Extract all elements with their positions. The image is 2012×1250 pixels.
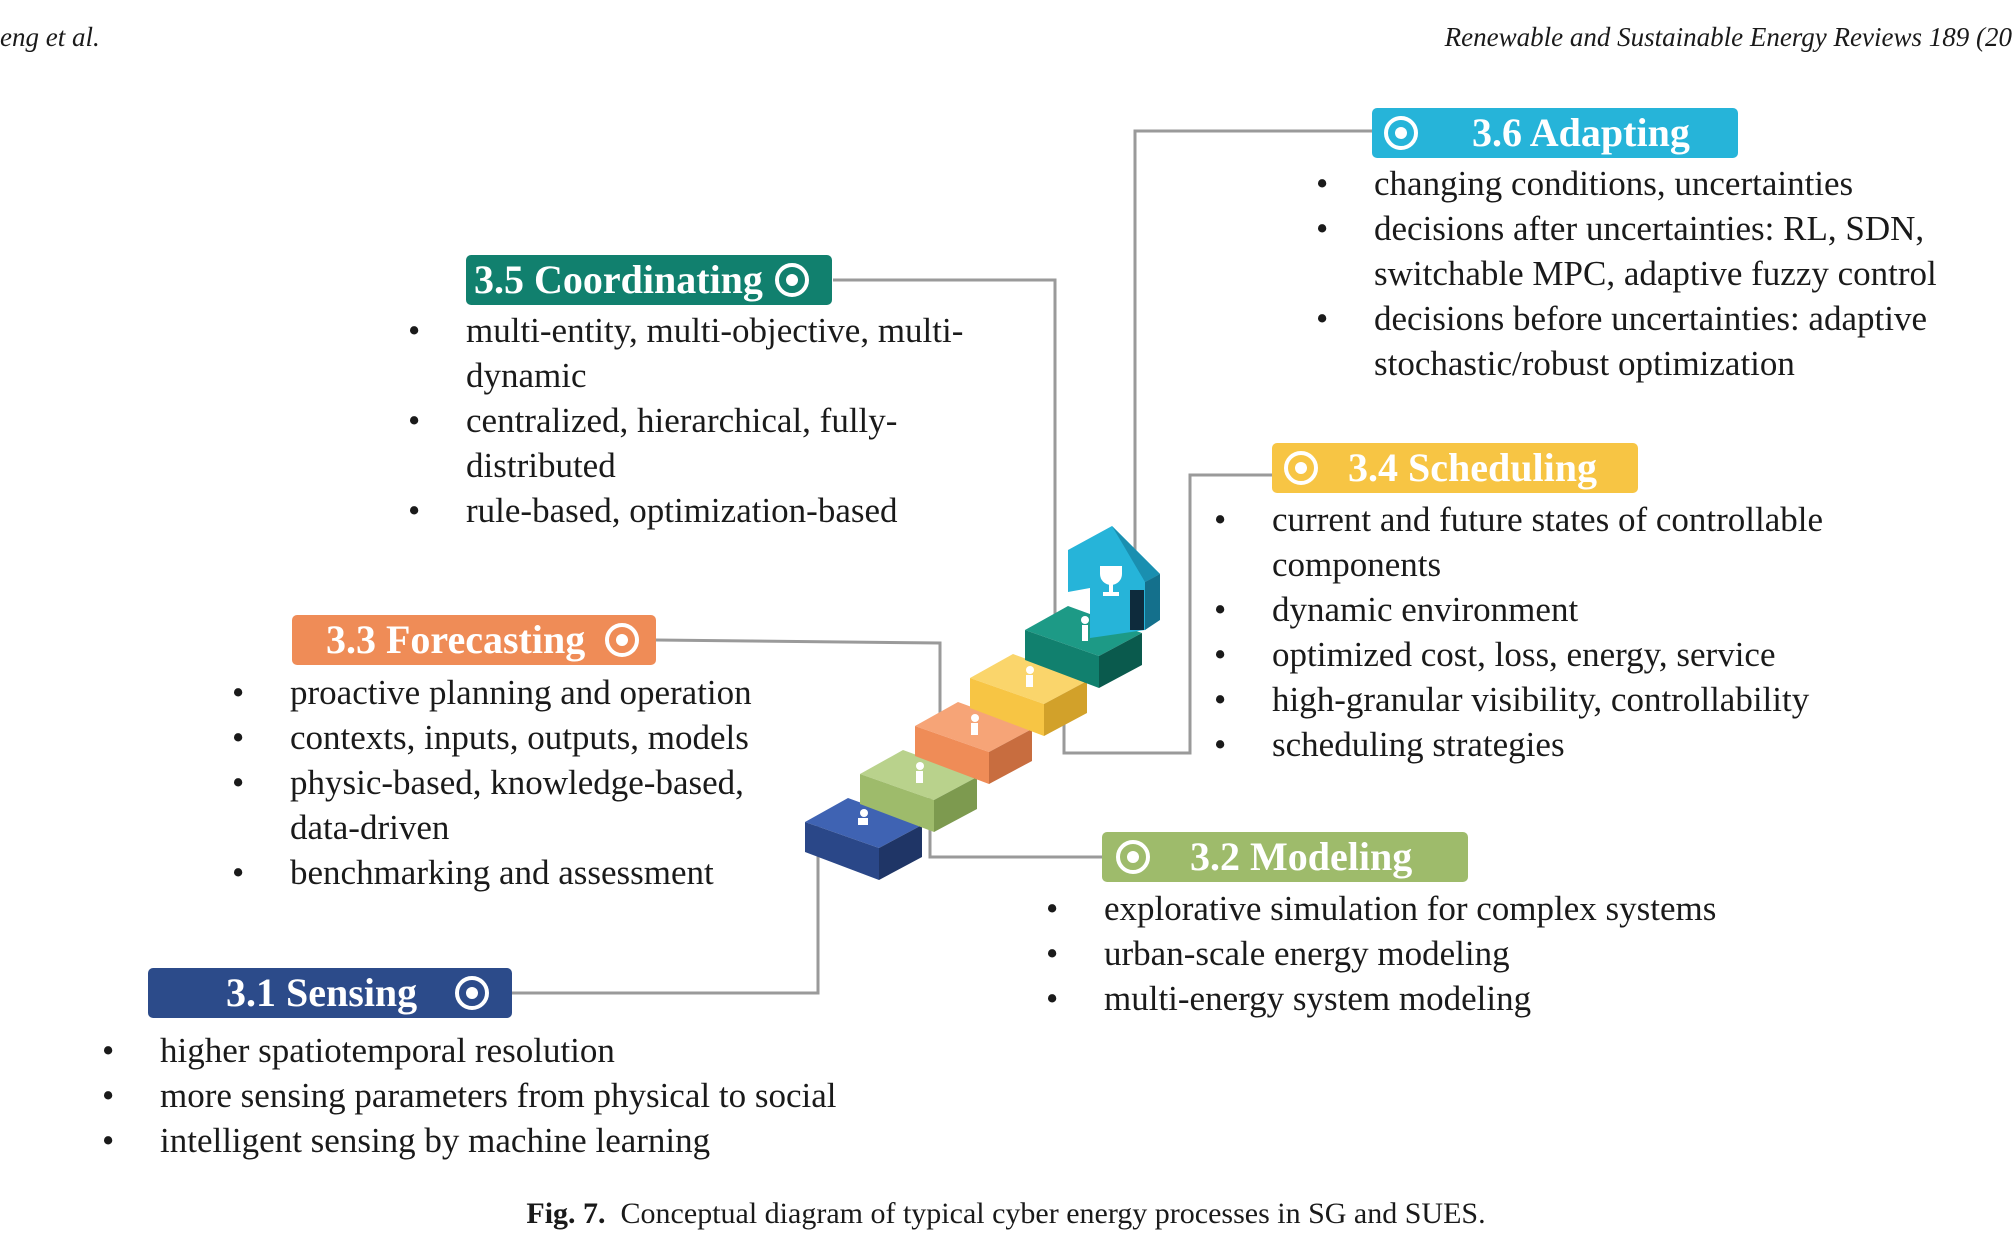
bullet-item: higher spatiotemporal resolution (102, 1028, 1002, 1073)
bullet-item: more sensing parameters from physical to… (102, 1073, 1002, 1118)
stage-adapting-title: 3.6 Adapting (1472, 110, 1690, 155)
target-icon (1116, 840, 1150, 874)
stage-modeling-bullets: explorative simulation for complex syste… (1046, 886, 1866, 1021)
target-icon (774, 263, 809, 297)
connector-adapting (1133, 129, 1372, 575)
stage-modeling-title: 3.2 Modeling (1190, 834, 1413, 879)
figure-label: Fig. 7. (526, 1197, 606, 1230)
target-icon (455, 976, 490, 1010)
stage-coordinating-label: 3.5 Coordinating (466, 255, 832, 305)
figure-caption-text: Conceptual diagram of typical cyber ener… (620, 1197, 1486, 1230)
bullet-item: changing conditions, uncertainties (1316, 161, 2012, 206)
bullet-item: benchmarking and assessment (232, 850, 822, 895)
stage-scheduling-bullets: current and future states of controllabl… (1214, 497, 1874, 767)
stage-sensing-title: 3.1 Sensing (226, 970, 418, 1015)
runner-icon (858, 616, 1089, 825)
stage-adapting-label: 3.6 Adapting (1372, 108, 1738, 158)
stage-forecasting-title: 3.3 Forecasting (326, 617, 586, 662)
bullet-item: high-granular visibility, controllabilit… (1214, 677, 1874, 722)
target-icon (1284, 451, 1318, 485)
bullet-item: centralized, hierarchical, fully-distrib… (408, 398, 1028, 488)
stage-scheduling-label: 3.4 Scheduling (1272, 443, 1638, 493)
target-icon (605, 623, 640, 657)
stage-scheduling-title: 3.4 Scheduling (1348, 445, 1597, 490)
bullet-item: multi-energy system modeling (1046, 976, 1866, 1021)
bullet-item: rule-based, optimization-based (408, 488, 1028, 533)
bullet-item: intelligent sensing by machine learning (102, 1118, 1002, 1163)
running-header-journal: Renewable and Sustainable Energy Reviews… (1444, 22, 2012, 52)
figure-caption: Fig. 7. Conceptual diagram of typical cy… (0, 1197, 2012, 1231)
running-header-author: eng et al. (0, 22, 100, 52)
bullet-item: decisions after uncertainties: RL, SDN, … (1316, 206, 2012, 296)
stage-sensing-bullets: higher spatiotemporal resolution more se… (102, 1028, 1002, 1163)
target-icon (1384, 116, 1418, 150)
bullet-item: decisions before uncertainties: adaptive… (1316, 296, 2012, 386)
stage-coordinating-title: 3.5 Coordinating (474, 257, 763, 302)
bullet-item: physic-based, knowledge-based, data-driv… (232, 760, 822, 850)
bullet-item: multi-entity, multi-objective, multi-dyn… (408, 308, 1028, 398)
stage-forecasting-bullets: proactive planning and operation context… (232, 670, 822, 895)
bullet-item: optimized cost, loss, energy, service (1214, 632, 1874, 677)
bullet-item: current and future states of controllabl… (1214, 497, 1874, 587)
stage-adapting-bullets: changing conditions, uncertainties decis… (1316, 161, 2012, 386)
connector-scheduling (1062, 473, 1272, 755)
connector-forecasting (655, 638, 942, 733)
stage-sensing-label: 3.1 Sensing (148, 968, 512, 1018)
bullet-item: proactive planning and operation (232, 670, 822, 715)
bullet-item: contexts, inputs, outputs, models (232, 715, 822, 760)
stage-modeling-label: 3.2 Modeling (1102, 832, 1468, 882)
stage-forecasting-label: 3.3 Forecasting (292, 615, 656, 665)
stage-coordinating-bullets: multi-entity, multi-objective, multi-dyn… (408, 308, 1028, 533)
bullet-item: dynamic environment (1214, 587, 1874, 632)
bullet-item: urban-scale energy modeling (1046, 931, 1866, 976)
trophy-icon (1100, 566, 1122, 596)
connector-coordinating (833, 278, 1057, 635)
staircase-illustration (805, 526, 1160, 880)
bullet-item: scheduling strategies (1214, 722, 1874, 767)
bullet-item: explorative simulation for complex syste… (1046, 886, 1866, 931)
